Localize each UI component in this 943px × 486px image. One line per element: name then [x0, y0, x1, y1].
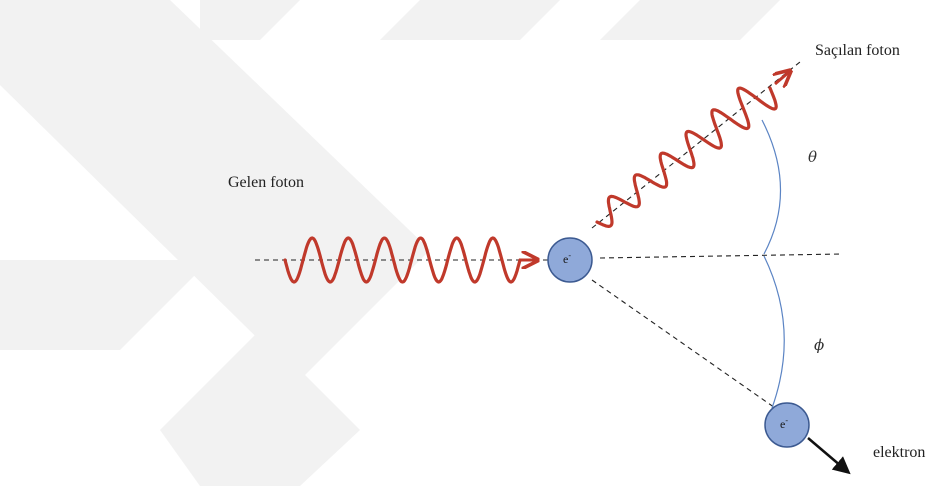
electron-at-rest	[547, 237, 593, 283]
angle-arcs	[761, 119, 785, 409]
scattered-photon-direction-line	[591, 61, 801, 229]
phi-arc	[763, 255, 785, 409]
scattered-photon-wave	[595, 86, 778, 228]
incoming-photon-wave	[283, 236, 522, 284]
watermark	[0, 0, 780, 486]
incoming-photon-label: Gelen foton	[228, 174, 304, 191]
scattered-photon-label: Saçılan foton	[815, 42, 900, 59]
phi-label: ϕ	[814, 336, 825, 354]
theta-arc	[761, 119, 782, 255]
electron-direction-arrow	[807, 437, 851, 475]
electron-recoil-direction-line	[591, 279, 779, 411]
electron-label: elektron	[873, 444, 926, 461]
forward-axis-line	[599, 253, 843, 259]
scattered-photon-arrowhead	[775, 72, 789, 84]
theta-label: θ	[808, 148, 818, 166]
recoil-electron	[764, 402, 810, 448]
